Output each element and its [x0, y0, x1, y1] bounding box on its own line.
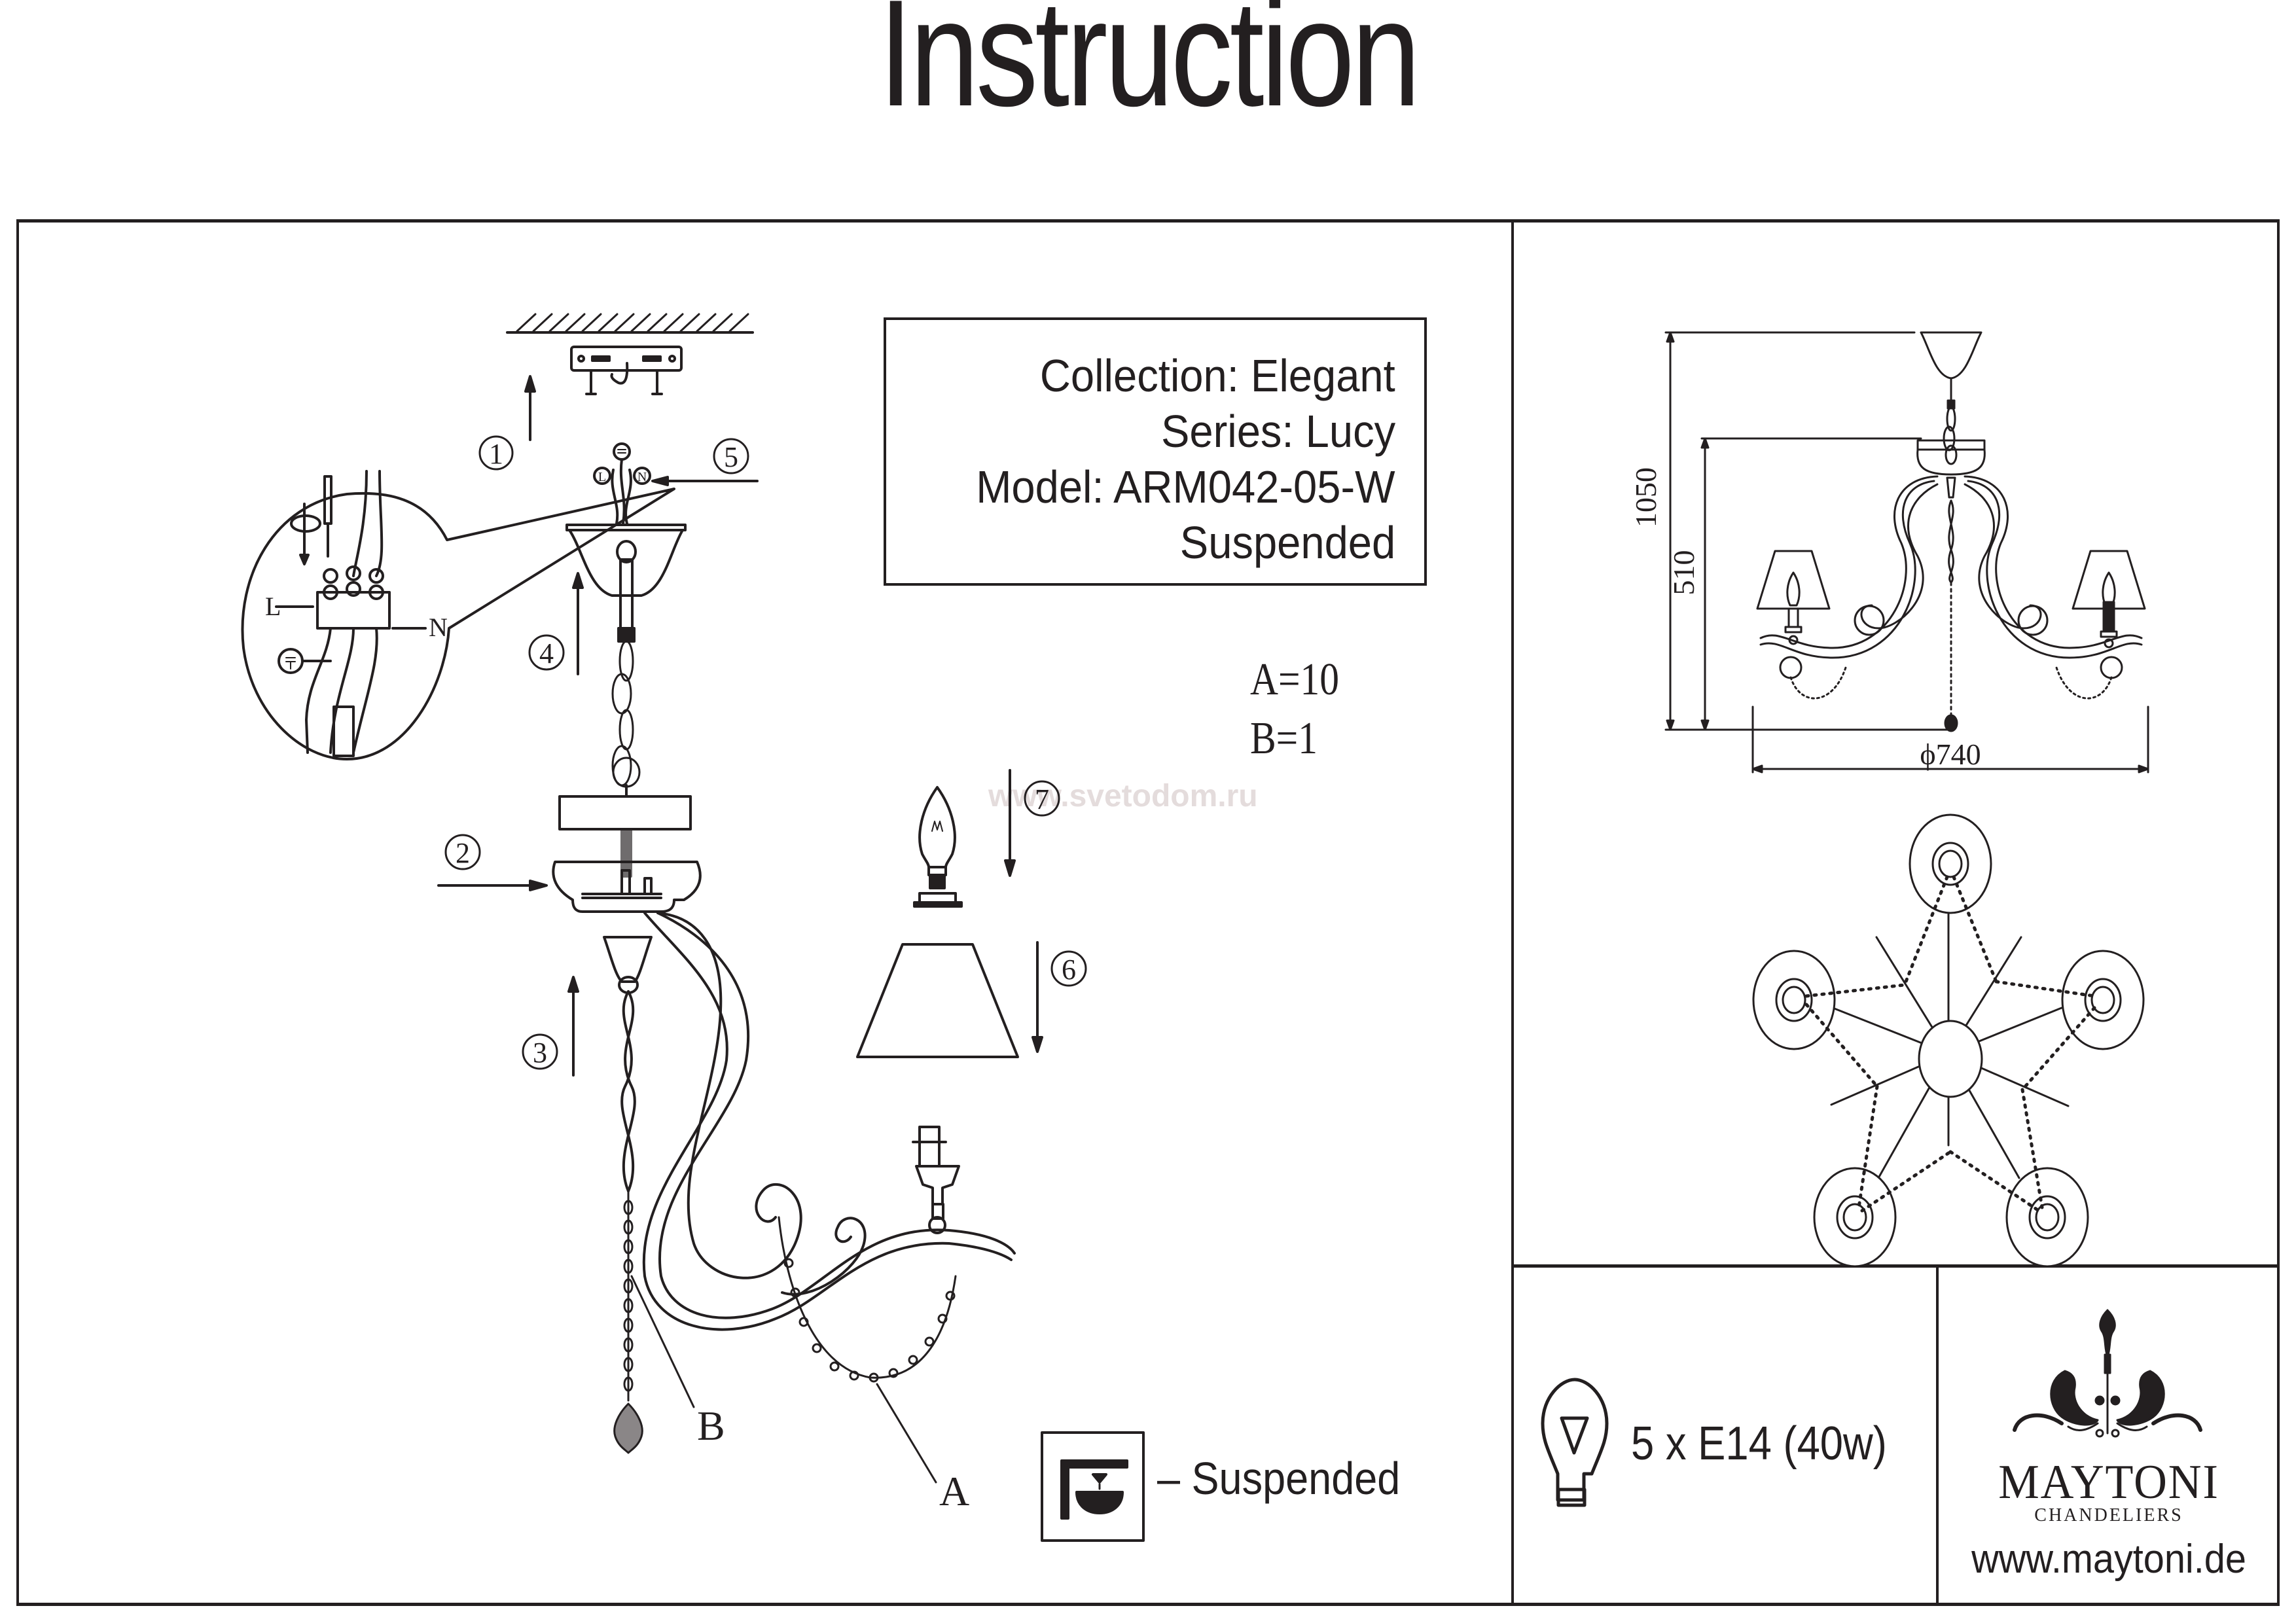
column-divider	[1511, 219, 1514, 1606]
wiring-label-neutral: N	[429, 613, 448, 642]
dimension-diameter: ϕ740	[1920, 738, 1981, 771]
bottom-finial-icon	[603, 936, 653, 1192]
step-1-badge	[478, 435, 514, 471]
frame-bottom-border	[16, 1603, 2280, 1606]
top-plate-icon	[558, 795, 692, 830]
brand-url-link[interactable]: www.maytoni.de	[1971, 1537, 2246, 1582]
mounting-bracket-icon	[570, 346, 683, 395]
brand-name: MAYTONI	[1998, 1455, 2219, 1509]
wire-label-neutral: N	[637, 470, 647, 484]
brand-subtitle: CHANDELIERS	[2034, 1505, 2183, 1525]
frame-top-border	[16, 219, 2280, 223]
quantity-a: A=10	[1250, 654, 1340, 705]
bulb-spec-icon	[1541, 1378, 1609, 1507]
page-title: Instruction	[878, 0, 1420, 138]
step-6-badge	[1050, 950, 1087, 987]
threaded-rod-icon	[620, 828, 632, 878]
body-bowl-icon	[552, 861, 702, 913]
row-divider-right	[1511, 1264, 2280, 1268]
lamp-shade-icon	[856, 943, 1019, 1058]
mount-legend-label: – Suspended	[1157, 1453, 1401, 1504]
bulb-spec-label: 5 x E14 (40w)	[1631, 1418, 1887, 1470]
collection-label: Collection: Elegant	[1040, 350, 1395, 401]
step-7-badge	[1024, 780, 1060, 817]
front-elevation-drawing	[1664, 331, 2149, 774]
step-3-badge	[522, 1033, 558, 1070]
top-view-drawing	[1752, 813, 2145, 1268]
maytoni-logo-icon	[2013, 1309, 2202, 1438]
step-4-number: 4	[539, 637, 554, 669]
chain-icon	[611, 640, 641, 788]
wiring-detail-icon	[241, 470, 675, 760]
canopy-icon	[565, 524, 687, 643]
step-7-number: 7	[1035, 783, 1049, 815]
series-label: Series: Lucy	[1160, 406, 1395, 457]
step-4-badge	[528, 634, 565, 671]
frame-left-border	[16, 219, 19, 1606]
product-info-box: Collection: Elegant Series: Lucy Model: …	[884, 317, 1427, 586]
cell-divider-brand	[1936, 1264, 1939, 1606]
step-3-number: 3	[533, 1037, 547, 1069]
step-5-number: 5	[724, 441, 738, 473]
watermark: www.svetodom.ru	[988, 779, 1258, 813]
ceiling-icon	[506, 313, 754, 334]
step-1-number: 1	[489, 438, 503, 470]
dimension-total-height: 1050	[1629, 467, 1662, 527]
model-label: Model: ARM042-05-W	[976, 461, 1395, 512]
candle-bulb-icon	[913, 786, 963, 908]
part-label-b: B	[697, 1402, 725, 1449]
arm-icon	[642, 912, 1016, 1331]
step-2-badge	[444, 834, 481, 870]
part-label-a: A	[939, 1468, 969, 1514]
suspended-mount-icon	[1041, 1431, 1145, 1542]
leader-line-a	[876, 1383, 937, 1484]
lamp-socket-icon	[912, 1126, 960, 1220]
step-circles	[444, 435, 1087, 1070]
leader-line-b	[630, 1275, 695, 1408]
pendant-chain-b-icon	[613, 1190, 643, 1454]
step-5-badge	[713, 438, 749, 474]
mount-type-label: Suspended	[1179, 517, 1395, 568]
step-6-number: 6	[1062, 954, 1076, 986]
bead-chain-a-icon	[778, 1216, 957, 1383]
supply-wires-icon	[593, 442, 651, 525]
quantity-b: B=1	[1250, 713, 1318, 764]
step-2-number: 2	[456, 837, 470, 869]
frame-right-border	[2277, 219, 2280, 1606]
wiring-label-live: L	[265, 592, 281, 621]
dimension-body-height: 510	[1667, 550, 1700, 596]
wire-label-live: L	[598, 470, 606, 484]
